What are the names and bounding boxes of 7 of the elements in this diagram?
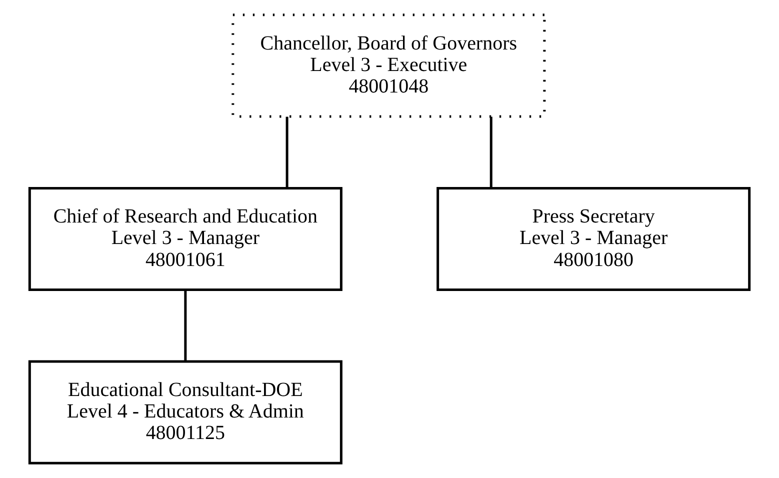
connector [184,290,187,361]
connector [286,116,288,188]
node-box: Educational Consultant-DOE Level 4 - Educators & Admin 48001125 [28,360,342,464]
node-box: Press Secretary Level 3 - Manager 48001080 [436,186,751,292]
node-box: Chief of Research and Education Level 3 - Manager 48001061 [28,186,342,292]
connector [490,116,492,188]
node-box: Chancellor, Board of Governors Level 3 - Executive 48001048 [232,14,546,118]
